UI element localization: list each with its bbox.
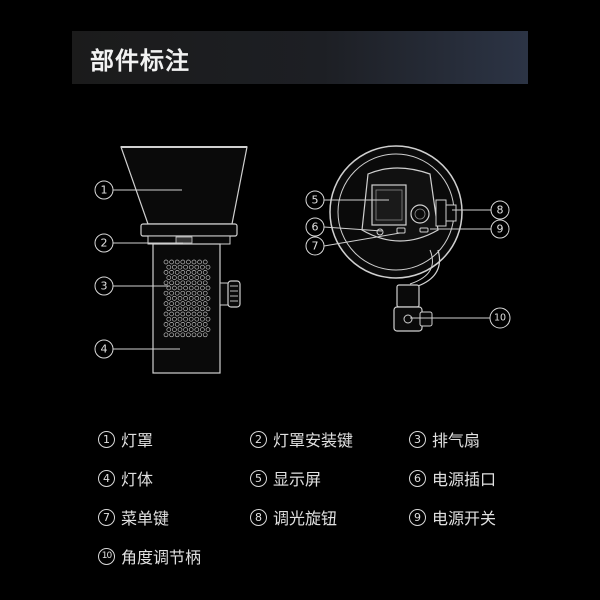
svg-text:10: 10 bbox=[494, 313, 506, 324]
callout-10: 10 bbox=[489, 307, 511, 329]
page-title: 部件标注 bbox=[90, 47, 190, 75]
callout-1: 1 bbox=[94, 180, 114, 200]
callout-9: 9 bbox=[490, 219, 510, 239]
svg-text:8: 8 bbox=[497, 204, 504, 217]
callout-8: 8 bbox=[490, 200, 510, 220]
light-side-view bbox=[120, 146, 248, 374]
mount-ring-shape bbox=[140, 223, 238, 237]
svg-text:6: 6 bbox=[312, 221, 319, 234]
svg-text:2: 2 bbox=[101, 237, 108, 250]
dimmer-knob-shape bbox=[410, 204, 430, 224]
display-shape bbox=[371, 184, 407, 226]
svg-text:9: 9 bbox=[497, 223, 504, 236]
fan-grille-shape bbox=[163, 259, 211, 338]
svg-text:4: 4 bbox=[101, 343, 108, 356]
title-bar: 部件标注 bbox=[72, 31, 528, 84]
callout-3: 3 bbox=[94, 276, 114, 296]
callout-4: 4 bbox=[94, 339, 114, 359]
callout-7: 7 bbox=[305, 236, 325, 256]
callout-6: 6 bbox=[305, 217, 325, 237]
angle-handle-shape bbox=[396, 284, 420, 308]
svg-text:1: 1 bbox=[101, 184, 108, 197]
reflector-shape bbox=[120, 146, 248, 225]
light-back-view bbox=[329, 145, 463, 332]
callout-5: 5 bbox=[305, 190, 325, 210]
svg-text:3: 3 bbox=[101, 280, 108, 293]
svg-text:5: 5 bbox=[312, 194, 319, 207]
svg-text:7: 7 bbox=[312, 240, 319, 253]
callout-2: 2 bbox=[94, 233, 114, 253]
